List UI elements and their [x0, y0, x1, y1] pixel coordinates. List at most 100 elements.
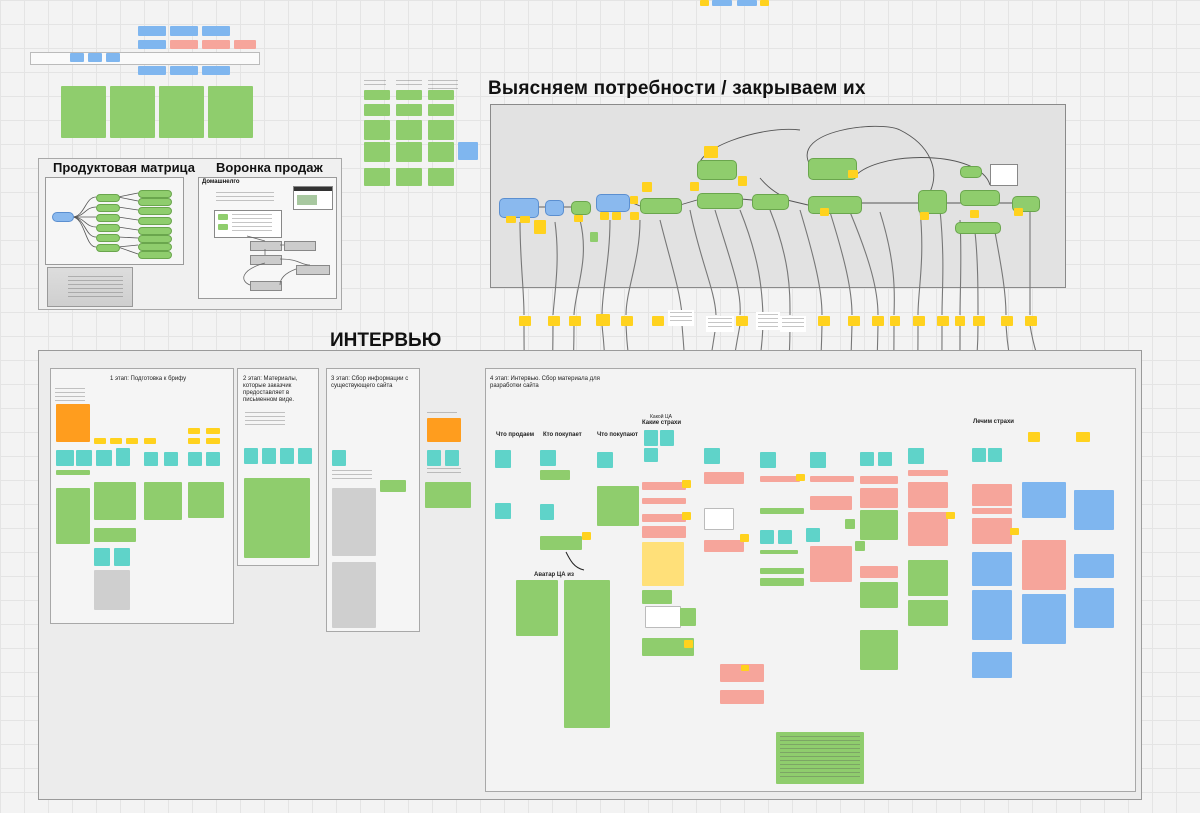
stage1-orange-note[interactable] [56, 404, 90, 442]
link-note[interactable] [548, 316, 560, 326]
needs-node[interactable] [960, 166, 982, 178]
legend-note[interactable] [776, 732, 864, 784]
needs-node[interactable] [697, 193, 743, 209]
blue-note[interactable] [712, 0, 732, 6]
link-note[interactable] [913, 316, 925, 326]
needs-node[interactable] [697, 160, 737, 180]
stage2-title: 2 этап: Материалы, которые заказчик пред… [243, 376, 298, 403]
matrix-leaf[interactable] [138, 235, 172, 243]
what-sell-label: Что продаем [496, 432, 535, 438]
link-note[interactable] [937, 316, 949, 326]
matrix-image[interactable] [47, 267, 133, 307]
link-card[interactable] [756, 312, 780, 330]
needs-node[interactable] [545, 200, 564, 216]
who-buy-label: Кто покупает [543, 432, 582, 438]
needs-node[interactable] [955, 222, 1001, 234]
needs-node[interactable] [596, 194, 630, 212]
matrix-heading: Продуктовая матрица [53, 160, 195, 175]
link-note[interactable] [818, 316, 830, 326]
matrix-node[interactable] [96, 244, 120, 252]
stage3b-orange-note[interactable] [427, 418, 461, 442]
stage4-title: 4 этап: Интервью. Сбор материала для раз… [490, 376, 600, 389]
link-note[interactable] [596, 314, 610, 326]
stage3-title: 3 этап: Сбор информации с существующего … [331, 376, 409, 389]
green-note[interactable] [61, 86, 106, 138]
mini-node[interactable] [70, 53, 84, 62]
mini-node[interactable] [138, 40, 166, 49]
interview-heading: ИНТЕРВЬЮ [330, 330, 442, 351]
needs-node[interactable] [808, 158, 857, 180]
mini-node[interactable] [170, 26, 198, 36]
link-note[interactable] [890, 316, 900, 326]
funnel-heading: Воронка продаж [216, 160, 323, 175]
treat-fears-label: Лечим страхи [973, 419, 1014, 425]
product-table[interactable] [362, 78, 478, 188]
link-note[interactable] [872, 316, 884, 326]
link-card[interactable] [668, 310, 694, 326]
matrix-leaf[interactable] [138, 190, 172, 198]
link-note[interactable] [621, 316, 633, 326]
funnel-subheading: Домашнелго [202, 179, 240, 185]
needs-node[interactable] [918, 190, 947, 214]
needs-node[interactable] [571, 201, 591, 215]
link-note[interactable] [736, 316, 748, 326]
mini-row-frame [30, 52, 260, 65]
matrix-leaf[interactable] [138, 251, 172, 259]
matrix-node[interactable] [96, 234, 120, 242]
yellow-note[interactable] [760, 0, 769, 6]
yellow-note[interactable] [700, 0, 709, 6]
mini-node[interactable] [170, 66, 198, 75]
mini-node[interactable] [202, 40, 230, 49]
stage1-title: 1 этап: Подготовка к брифу [110, 376, 187, 382]
matrix-node[interactable] [96, 214, 120, 222]
link-note[interactable] [1025, 316, 1037, 326]
link-note[interactable] [955, 316, 965, 326]
needs-node[interactable] [752, 194, 789, 210]
funnel-preview-image[interactable] [293, 186, 333, 210]
matrix-leaf[interactable] [138, 227, 172, 235]
avatar-label: Аватар ЦА из [534, 572, 574, 578]
fears-yellow-block[interactable] [642, 542, 684, 586]
mini-node[interactable] [88, 53, 102, 62]
link-note[interactable] [1001, 316, 1013, 326]
matrix-node[interactable] [96, 224, 120, 232]
mini-node[interactable] [138, 66, 166, 75]
fears-pre-label: Какой ЦА [650, 414, 672, 420]
matrix-leaf[interactable] [138, 217, 172, 225]
matrix-node[interactable] [96, 194, 120, 202]
link-card[interactable] [780, 316, 806, 332]
link-note[interactable] [569, 316, 581, 326]
green-note[interactable] [208, 86, 253, 138]
matrix-leaf[interactable] [138, 198, 172, 206]
needs-node[interactable] [640, 198, 682, 214]
mini-node[interactable] [106, 53, 120, 62]
link-card[interactable] [706, 316, 734, 332]
link-note[interactable] [848, 316, 860, 326]
what-buy-label: Что покупают [597, 432, 638, 438]
fears-label: Какие страхи [642, 420, 682, 426]
needs-white-card[interactable] [990, 164, 1018, 186]
blue-note[interactable] [737, 0, 757, 6]
matrix-leaf[interactable] [138, 207, 172, 215]
top-left-mini-diagram[interactable] [30, 22, 260, 142]
avatar-note[interactable] [516, 580, 558, 636]
matrix-leaf[interactable] [138, 243, 172, 251]
mini-node[interactable] [170, 40, 198, 49]
mini-node[interactable] [234, 40, 256, 49]
needs-start-node[interactable] [499, 198, 539, 218]
matrix-node[interactable] [96, 204, 120, 212]
link-note[interactable] [973, 316, 985, 326]
mini-node[interactable] [202, 66, 230, 75]
link-note[interactable] [652, 316, 664, 326]
needs-node[interactable] [960, 190, 1000, 206]
link-note[interactable] [519, 316, 531, 326]
mini-node[interactable] [202, 26, 230, 36]
green-note[interactable] [159, 86, 204, 138]
matrix-root-node[interactable] [52, 212, 74, 222]
avatar-note[interactable] [564, 580, 610, 728]
mini-node[interactable] [138, 26, 166, 36]
green-note[interactable] [110, 86, 155, 138]
